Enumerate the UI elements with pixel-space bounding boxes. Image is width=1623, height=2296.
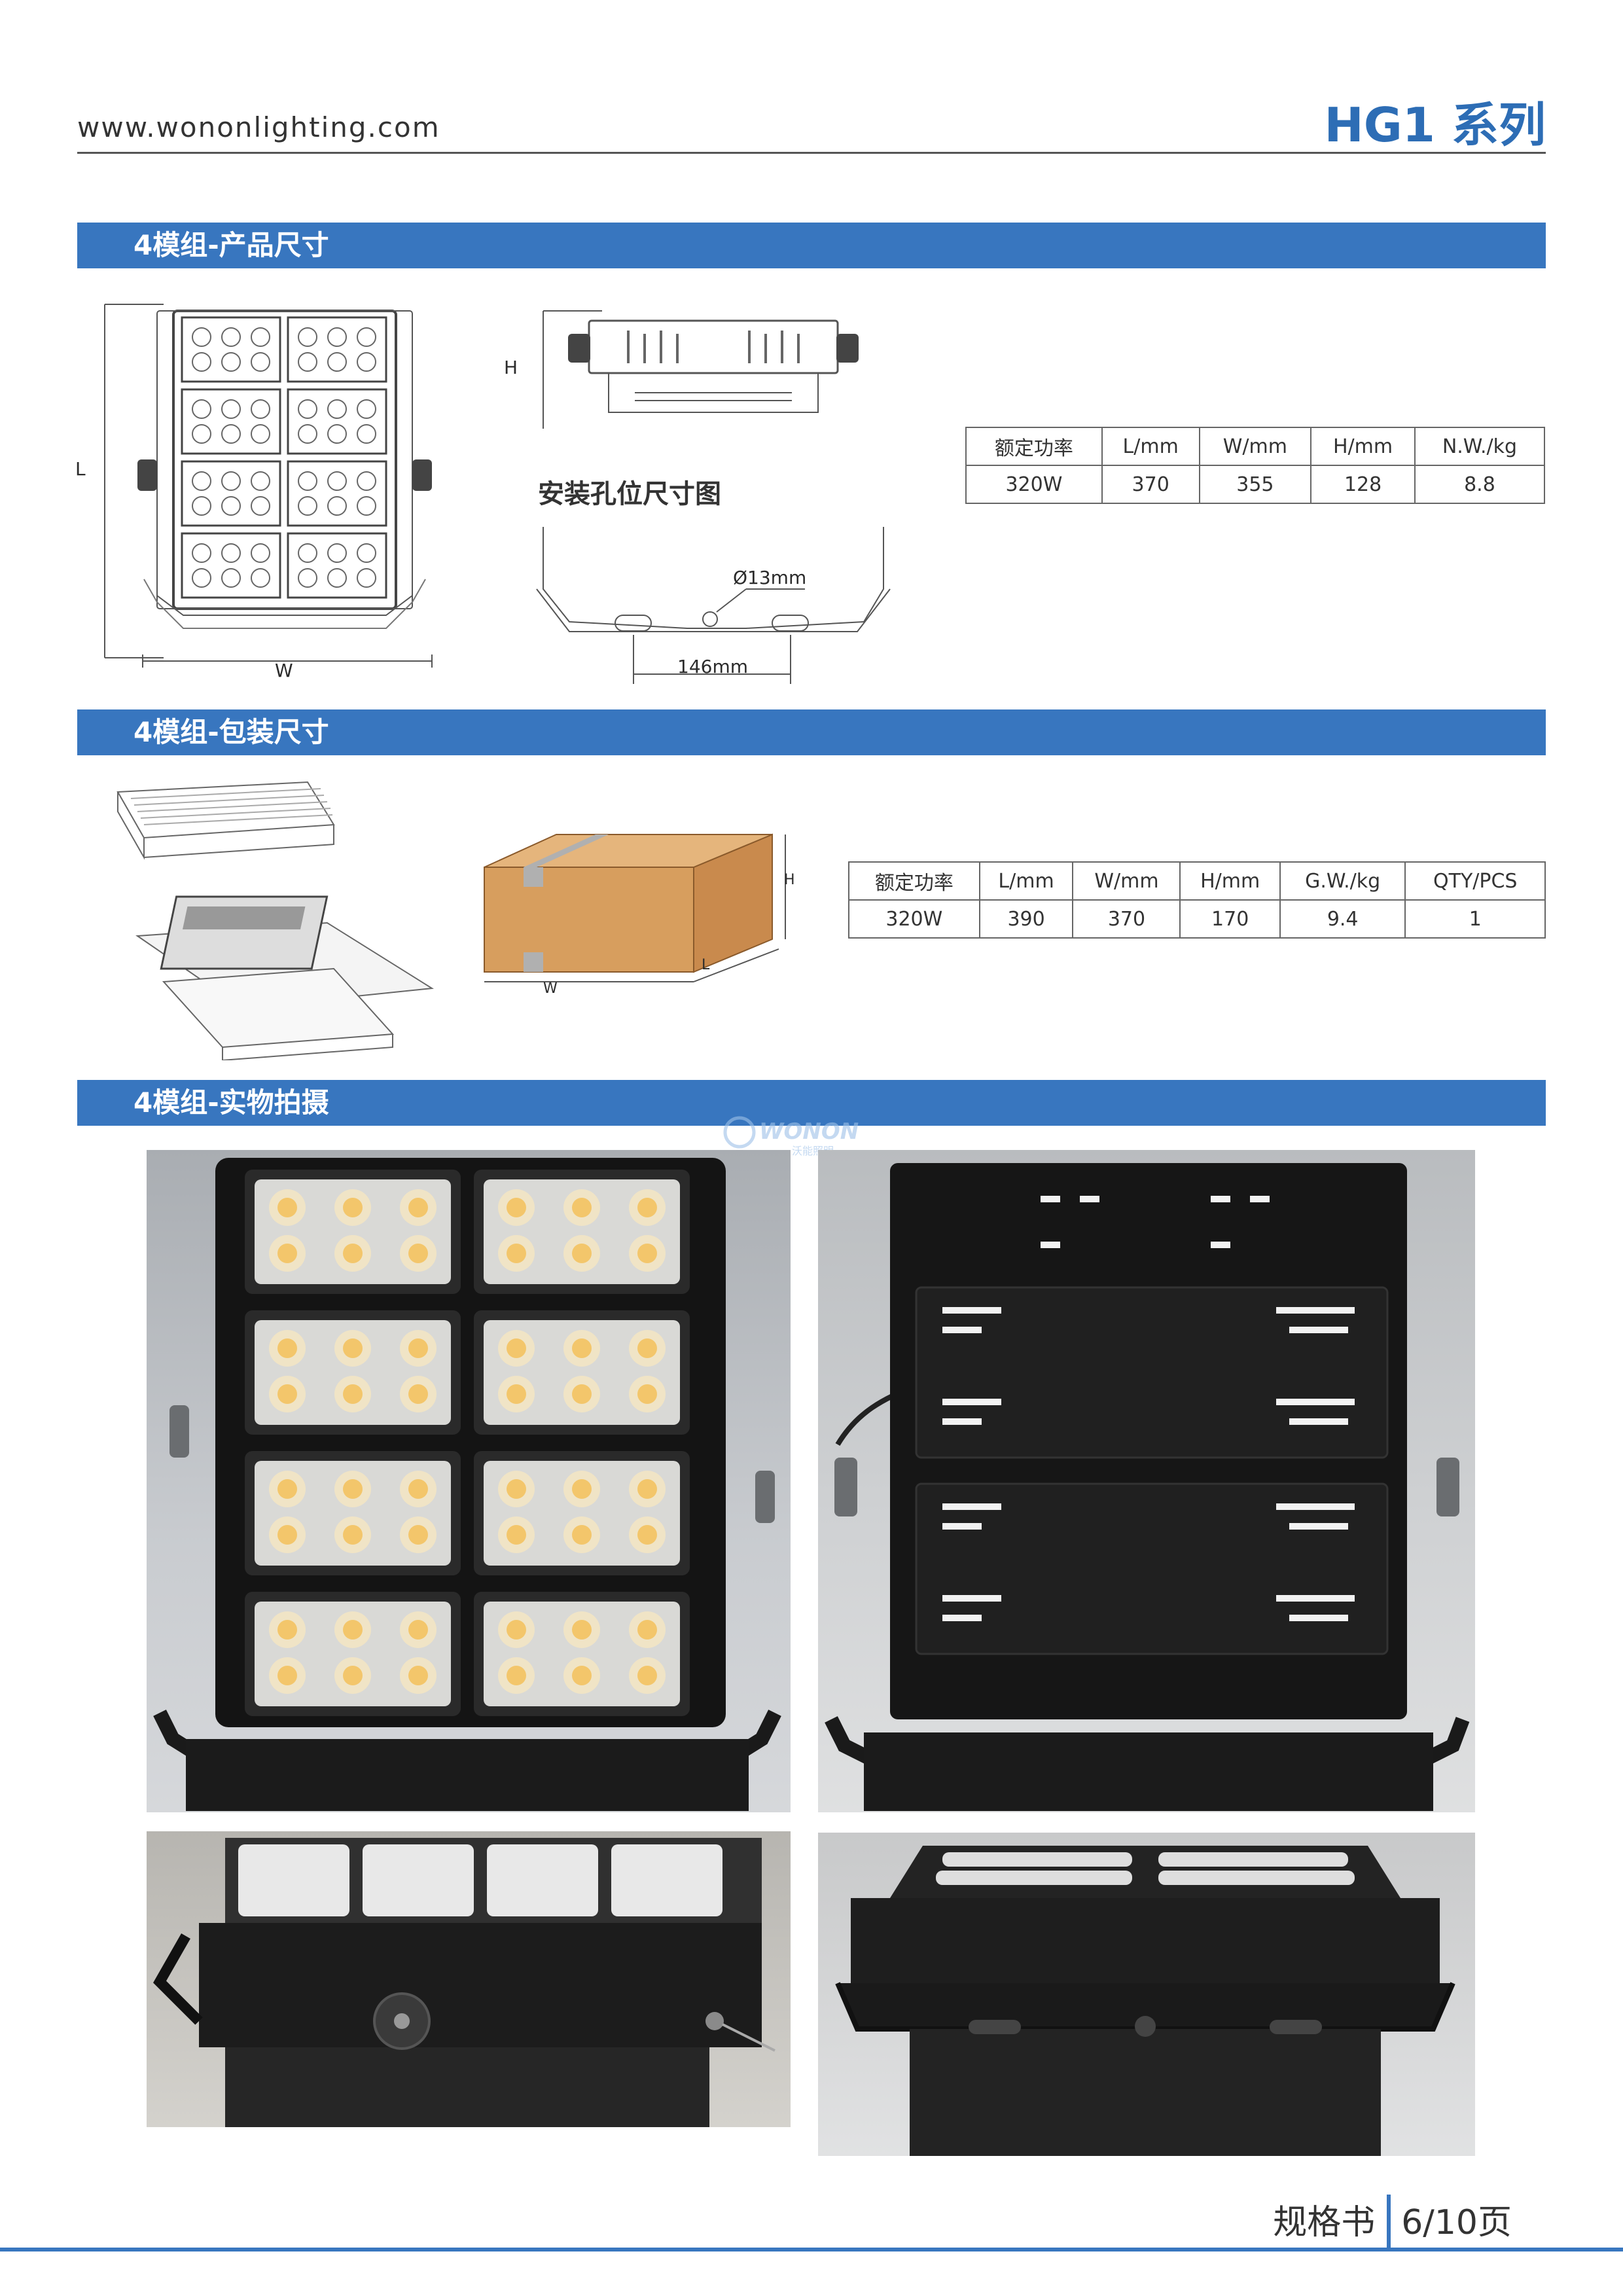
mounting-title: 安装孔位尺寸图 <box>538 479 721 509</box>
section-bar-photos: 4模组-实物拍摄 <box>77 1080 1546 1126</box>
table-cell: 320W <box>848 899 980 939</box>
table-row: 320W 390 370 170 9.4 1 <box>848 899 1546 939</box>
dim-label-l: L <box>75 458 86 480</box>
carton-box-drawing <box>484 833 786 982</box>
table-cell: 320W <box>965 465 1103 504</box>
table-header-cell: 额定功率 <box>848 861 980 901</box>
mounting-hole-drawing <box>536 527 891 684</box>
package-spec-table: 额定功率 L/mm W/mm H/mm G.W./kg QTY/PCS 320W… <box>848 861 1546 939</box>
box-label-h: H <box>784 872 795 888</box>
table-header-cell: H/mm <box>1310 427 1416 466</box>
footer-rule <box>0 2248 1623 2251</box>
dim-label-w: W <box>275 660 293 681</box>
table-cell: 170 <box>1179 899 1281 939</box>
table-cell: 128 <box>1310 465 1416 504</box>
table-cell: 370 <box>1072 899 1181 939</box>
table-header-row: 额定功率 L/mm W/mm H/mm G.W./kg QTY/PCS <box>848 861 1546 901</box>
photo-front-view <box>147 1150 791 1812</box>
table-header-cell: L/mm <box>1101 427 1200 466</box>
table-header-cell: L/mm <box>978 861 1074 901</box>
logo-brand-text: WONON <box>759 1119 859 1145</box>
section-bar-packaging: 4模组-包装尺寸 <box>77 709 1546 755</box>
exploded-packaging-drawing <box>116 781 434 1060</box>
table-cell: 8.8 <box>1414 465 1546 504</box>
table-header-cell: 额定功率 <box>965 427 1103 466</box>
box-label-l: L <box>702 957 710 973</box>
table-cell: 390 <box>978 899 1074 939</box>
series-title: HG1 系列 <box>1324 98 1546 152</box>
dim-label-h: H <box>504 357 518 378</box>
front-view-drawing <box>104 304 433 668</box>
header-rule <box>77 152 1546 154</box>
box-label-w: W <box>543 980 558 997</box>
photo-back-view <box>818 1150 1475 1812</box>
website-url: www.wononlighting.com <box>77 111 440 143</box>
table-cell: 1 <box>1404 899 1546 939</box>
table-row: 320W 370 355 128 8.8 <box>965 465 1546 504</box>
table-header-cell: N.W./kg <box>1414 427 1546 466</box>
table-header-cell: G.W./kg <box>1279 861 1406 901</box>
table-header-cell: H/mm <box>1179 861 1281 901</box>
table-header-cell: W/mm <box>1072 861 1181 901</box>
table-cell: 370 <box>1101 465 1200 504</box>
hole-diameter: Ø13mm <box>733 567 807 588</box>
table-header-row: 额定功率 L/mm W/mm H/mm N.W./kg <box>965 427 1546 466</box>
product-spec-table: 额定功率 L/mm W/mm H/mm N.W./kg 320W 370 355… <box>965 427 1546 504</box>
hole-spacing: 146mm <box>677 656 748 677</box>
section-bar-dimensions: 4模组-产品尺寸 <box>77 223 1546 268</box>
table-cell: 355 <box>1198 465 1312 504</box>
photo-side-view <box>147 1831 791 2127</box>
brand-logo-watermark: WONON 沃能照明 <box>720 1113 916 1158</box>
table-cell: 9.4 <box>1279 899 1406 939</box>
photo-angled-view <box>818 1833 1475 2156</box>
side-view-drawing <box>543 310 859 429</box>
footer-page-info: 规格书 6/10页 <box>1273 2195 1512 2248</box>
footer-label: 规格书 <box>1273 2195 1391 2248</box>
table-header-cell: QTY/PCS <box>1404 861 1546 901</box>
page-number: 6/10页 <box>1401 2203 1512 2242</box>
table-header-cell: W/mm <box>1198 427 1312 466</box>
